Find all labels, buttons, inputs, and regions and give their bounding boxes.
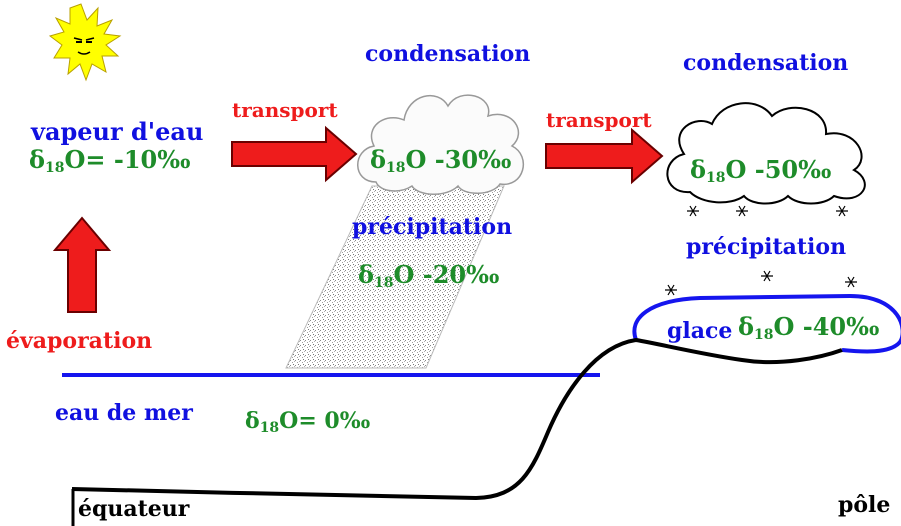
sea-isotope-value: δ18O= 0‰	[245, 408, 371, 436]
rain-isotope-value: δ18O -20‰	[358, 260, 500, 291]
cloud-1-isotope-value: δ18O -30‰	[370, 145, 512, 176]
terrain-profile	[71, 337, 843, 501]
precipitation-label-1: précipitation	[352, 214, 513, 240]
precipitation-label-2: précipitation	[686, 234, 847, 260]
transport-arrow-1-icon	[231, 125, 358, 183]
condensation-label-2: condensation	[683, 50, 849, 76]
snowflake-icon	[761, 270, 773, 282]
vapor-label: vapeur d'eau	[31, 117, 204, 146]
sea-water-label: eau de mer	[55, 400, 193, 426]
snowflake-icon	[836, 205, 848, 217]
snowflake-icon	[845, 276, 857, 288]
snowflake-icons	[665, 205, 857, 296]
pole-label: pôle	[838, 492, 891, 518]
evaporation-arrow-icon	[52, 216, 112, 313]
transport-label-1: transport	[232, 98, 338, 122]
snowflake-icon	[665, 284, 677, 296]
ice-isotope-value: δ18O -40‰	[738, 312, 880, 343]
ice-label: glace	[667, 318, 733, 344]
condensation-label-1: condensation	[365, 41, 531, 67]
snowflake-icon	[736, 205, 748, 217]
evaporation-label: évaporation	[6, 328, 153, 354]
ice-cap-outline	[632, 293, 901, 354]
equator-label: équateur	[78, 496, 190, 522]
transport-arrow-2-icon	[545, 127, 664, 185]
sun-icon	[48, 3, 122, 82]
vapor-isotope-value: δ18O= -10‰	[29, 145, 191, 176]
transport-label-2: transport	[546, 108, 652, 132]
snowflake-icon	[687, 205, 699, 217]
cloud-icon-2	[666, 102, 866, 205]
cloud-icon-1	[357, 94, 524, 195]
cloud-2-isotope-value: δ18O -50‰	[690, 155, 832, 186]
